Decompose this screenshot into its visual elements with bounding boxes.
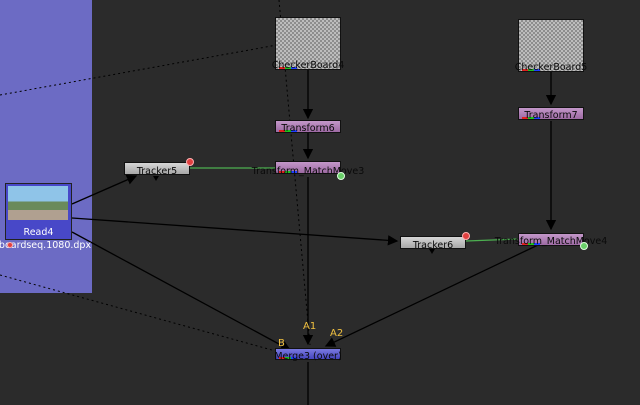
read4-filename: boardseq.1080.dpx [0, 240, 92, 251]
checkerboard5-node[interactable] [518, 19, 584, 72]
channel-indicator [279, 130, 297, 132]
matchmove3-node[interactable]: Transform_MatchMove3 [252, 161, 364, 177]
tracker5-indicator [186, 158, 194, 166]
transform7-label: Transform7 [524, 110, 578, 121]
channel-indicator [279, 67, 297, 69]
expression-link [0, 274, 273, 351]
channel-indicator [279, 171, 297, 173]
matchmove4-label: Transform_MatchMove4 [494, 236, 608, 247]
transform7-node[interactable]: Transform7 [518, 107, 584, 121]
wire [71, 231, 292, 351]
read4-thumbnail [8, 186, 68, 220]
tracker6-indicator [462, 232, 470, 240]
read4-label: Read4 [23, 227, 54, 238]
channel-indicator [522, 117, 540, 119]
output-arrow [153, 176, 159, 181]
checkerboard4-node[interactable] [275, 17, 341, 70]
backdrop-node[interactable] [0, 0, 92, 293]
channel-indicator [522, 69, 540, 71]
matchmove4-node[interactable]: Transform_MatchMove4 [495, 233, 607, 247]
matchmove4-indicator [580, 242, 588, 250]
tracker5-label: Tracker5 [136, 166, 178, 177]
transform6-label: Transform6 [281, 123, 335, 134]
merge3-input-a2[interactable]: A2 [330, 328, 344, 339]
merge3-input-a1[interactable]: A1 [303, 321, 317, 332]
wire [324, 244, 539, 347]
matchmove3-indicator [337, 172, 345, 180]
channel-indicator [279, 357, 297, 359]
tracker5-node[interactable]: Tracker5 [124, 162, 190, 177]
checkerboard5-label: CheckerBoard5 [514, 62, 588, 73]
merge3-label: Merge3 (over) [274, 351, 342, 362]
read4-node[interactable]: Read4 [5, 183, 72, 240]
tracker6-node[interactable]: Tracker6 [400, 236, 466, 251]
tracker-link [465, 238, 519, 242]
wire [71, 217, 399, 246]
checkerboard4-label: CheckerBoard4 [271, 60, 345, 71]
channel-indicator [522, 243, 540, 245]
wire [71, 174, 138, 205]
transform6-node[interactable]: Transform6 [275, 120, 341, 134]
read4-indicator [7, 242, 13, 248]
expression-link [0, 44, 278, 96]
merge3-node[interactable]: Merge3 (over) [274, 348, 342, 362]
tracker6-label: Tracker6 [412, 240, 454, 251]
output-arrow [429, 249, 435, 254]
merge3-input-b[interactable]: B [278, 338, 285, 349]
matchmove3-label: Transform_MatchMove3 [251, 166, 365, 177]
